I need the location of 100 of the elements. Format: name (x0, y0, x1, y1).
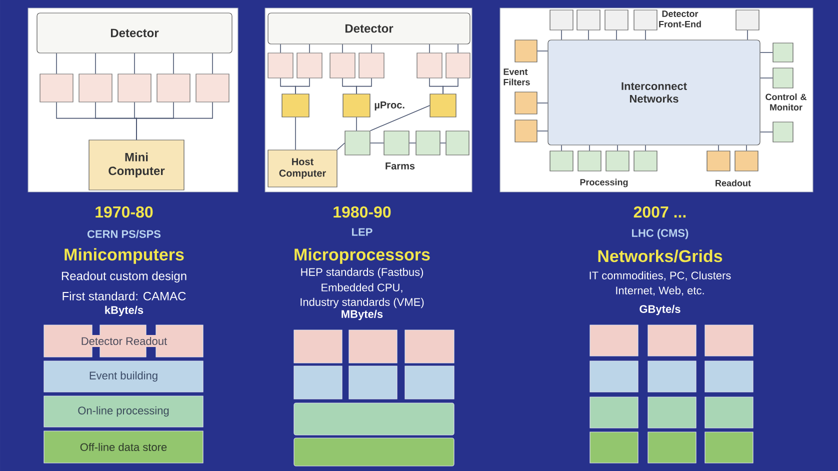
module-box (514, 120, 538, 142)
year-heading: 1980-90 (334, 206, 391, 218)
connector-line (173, 52, 174, 74)
connector-line (280, 44, 281, 54)
description-text: Internet, Web, etc. (616, 286, 704, 296)
connector-line (536, 102, 548, 104)
group-label: Readout (716, 180, 751, 186)
processor-label: µProc. (374, 102, 404, 110)
experiment-label: CERN PS/SPS (87, 230, 161, 238)
experiment-label: LHC (CMS) (632, 228, 688, 240)
module-box (634, 10, 658, 30)
module-box (604, 10, 628, 30)
era-heading: Minicomputers (64, 248, 184, 264)
connector-line (370, 105, 430, 132)
rate-label: kByte/s (105, 306, 144, 316)
layer-block (294, 330, 342, 364)
group-label: Farms (386, 162, 415, 170)
layer-block (704, 324, 754, 356)
module-box (416, 52, 442, 78)
module-box (772, 68, 794, 88)
layer-block (404, 366, 454, 400)
module-box (330, 52, 356, 78)
layer-block (294, 438, 454, 466)
layer-block (590, 432, 638, 464)
processor-box (282, 94, 310, 118)
layer-block (704, 360, 754, 392)
connector-line (536, 50, 548, 52)
connector-line (429, 44, 430, 54)
detector-box: Detector (268, 12, 470, 44)
module-box (118, 74, 152, 102)
rate-label: GByte/s (640, 304, 680, 316)
module-box (734, 150, 758, 172)
connector-line (760, 52, 774, 53)
group-label: Processing (580, 178, 628, 188)
connector-line (134, 52, 135, 74)
connector-line (95, 52, 96, 74)
layer-block (590, 396, 638, 428)
computer-box: Host Computer (268, 150, 338, 188)
computer-box: Mini Computer (88, 140, 184, 190)
description-text: Industry standards (VME) (300, 298, 424, 308)
module-box (550, 10, 574, 30)
module-box (344, 130, 370, 156)
layer-block (648, 324, 696, 356)
connector-line (56, 52, 57, 74)
connector-line (309, 44, 310, 54)
connector-line (336, 142, 346, 150)
description-text: HEP standards (Fastbus) (301, 268, 424, 278)
module-box (296, 52, 322, 78)
connector-line (561, 30, 562, 40)
connector-line (589, 144, 590, 152)
module-box (772, 122, 794, 142)
layer-block: Off-line data store (44, 430, 204, 464)
layer-block (704, 432, 754, 464)
connector-line (645, 144, 646, 152)
layer-block (648, 360, 696, 392)
connector-line (356, 78, 372, 94)
connector-line (561, 144, 562, 152)
module-box (772, 42, 794, 62)
connector-line (342, 44, 343, 54)
experiment-label: LEP (352, 228, 372, 236)
description-text: First standard: CAMAC (62, 292, 186, 300)
network-box: Interconnect Networks (548, 40, 760, 146)
connector-line (295, 78, 310, 94)
description-text: Embedded CPU, (322, 283, 402, 293)
group-label: Control & Monitor (766, 94, 806, 110)
module-box (446, 130, 470, 156)
connector-line (616, 30, 617, 40)
connector-line (408, 142, 416, 144)
connector-line (295, 116, 296, 150)
module-box (416, 130, 440, 156)
era-heading: Microprocessors (294, 248, 430, 264)
layer-block (404, 330, 454, 364)
module-box (78, 74, 112, 102)
module-box (446, 52, 470, 78)
processor-box (430, 94, 456, 118)
module-box (578, 150, 602, 172)
layer-block (590, 360, 638, 392)
connector-line (588, 30, 589, 40)
module-box (606, 150, 630, 172)
layer-block: On-line processing (44, 396, 204, 428)
group-label: Detector Front-End (659, 10, 701, 28)
connector-line (136, 102, 213, 140)
group-label: Event Filters (504, 68, 530, 86)
module-box (358, 52, 384, 78)
layer-block (348, 366, 398, 400)
layer-block (704, 396, 754, 428)
module-box (514, 92, 538, 114)
year-heading: 2007 ... (634, 206, 686, 218)
connector-line (718, 144, 719, 152)
connector-line (440, 142, 446, 144)
layer-block (648, 396, 696, 428)
connector-line (356, 116, 357, 132)
module-box (196, 74, 230, 102)
layer-label: Detector Readout (78, 334, 170, 348)
module-box (384, 130, 410, 156)
connector-line (645, 30, 646, 40)
module-box (576, 10, 600, 30)
connector-line (747, 30, 748, 40)
layer-block (294, 402, 454, 436)
era-heading: Networks/Grids (598, 250, 722, 262)
